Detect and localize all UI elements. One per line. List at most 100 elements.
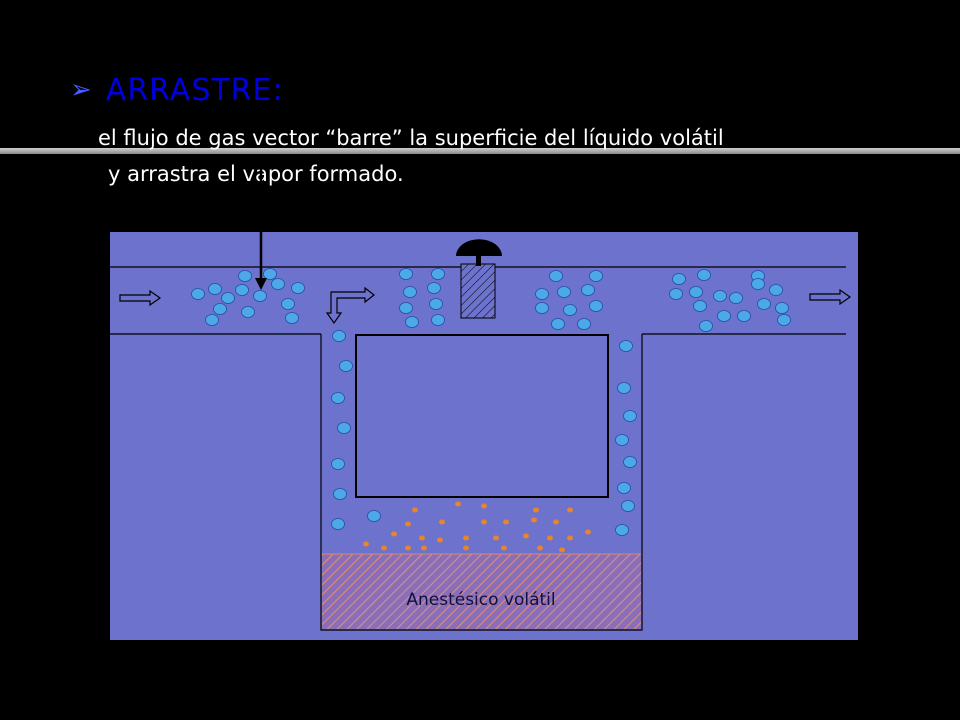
gas-bubble: [205, 314, 219, 326]
gas-bubble: [285, 312, 299, 324]
gas-bubble: [549, 270, 563, 282]
gas-bubble: [263, 268, 277, 280]
gas-bubble: [729, 292, 743, 304]
gas-bubble: [535, 302, 549, 314]
vaporizer-diagram: Anestésico volátil: [110, 232, 858, 640]
gas-bubble: [623, 410, 637, 422]
gas-bubble: [619, 340, 633, 352]
vapor-dot: [481, 519, 487, 525]
gas-bubble: [775, 302, 789, 314]
gas-bubble: [769, 284, 783, 296]
gas-bubble: [777, 314, 791, 326]
gas-bubble: [699, 320, 713, 332]
vapor-dot: [553, 519, 559, 525]
gas-bubble: [405, 316, 419, 328]
valve-knob-icon: [456, 239, 502, 256]
gas-bubble: [535, 288, 549, 300]
valve-stem: [476, 254, 481, 266]
gas-bubble: [291, 282, 305, 294]
gas-bubble: [757, 298, 771, 310]
gas-bubble: [332, 330, 346, 342]
gas-bubble: [431, 314, 445, 326]
vapor-dot: [412, 507, 418, 513]
flow-arrow-icon: [325, 286, 375, 325]
vapor-dot: [419, 535, 425, 541]
gas-bubble: [238, 270, 252, 282]
valve-body: [460, 263, 496, 319]
gas-bubble: [331, 458, 345, 470]
gas-bubble: [333, 488, 347, 500]
gas-bubble: [581, 284, 595, 296]
vapor-dot: [439, 519, 445, 525]
vapor-dot: [493, 535, 499, 541]
gas-bubble: [235, 284, 249, 296]
heading-row: ➢ ARRASTRE:: [70, 70, 284, 110]
gas-bubble: [331, 518, 345, 530]
vapor-dot: [405, 545, 411, 551]
vapor-dot: [567, 507, 573, 513]
gas-bubble: [689, 286, 703, 298]
arrow-right-bullet-icon: ➢: [70, 75, 92, 105]
gas-bubble: [693, 300, 707, 312]
vapor-dot: [363, 541, 369, 547]
gas-bubble: [241, 306, 255, 318]
gas-bubble: [589, 300, 603, 312]
gas-bubble: [403, 286, 417, 298]
vapor-dot: [501, 545, 507, 551]
liquid-label: Anestésico volátil: [406, 590, 555, 610]
chamber-outer-wall: [320, 334, 643, 631]
gas-bubble: [551, 318, 565, 330]
gas-bubble: [331, 392, 345, 404]
gas-bubble: [429, 298, 443, 310]
gas-bubble: [737, 310, 751, 322]
vapor-dot: [391, 531, 397, 537]
vapor-dot: [405, 521, 411, 527]
body-text-line-1: el flujo de gas vector “barre” la superf…: [98, 126, 724, 150]
gas-bubble: [623, 456, 637, 468]
liquid-region: [322, 554, 641, 629]
gas-bubble: [399, 302, 413, 314]
gas-bubble: [751, 278, 765, 290]
gas-bubble: [253, 290, 267, 302]
gas-bubble: [563, 304, 577, 316]
vapor-dot: [523, 533, 529, 539]
flow-arrow-icon: [809, 288, 852, 306]
gas-bubble: [617, 482, 631, 494]
vapor-dot: [463, 545, 469, 551]
header-band: [0, 0, 960, 148]
vapor-dot: [547, 535, 553, 541]
gas-bubble: [208, 283, 222, 295]
gas-bubble: [615, 434, 629, 446]
gas-bubble: [427, 282, 441, 294]
gas-bubble: [672, 273, 686, 285]
vapor-dot: [455, 501, 461, 507]
gas-bubble: [557, 286, 571, 298]
gas-bubble: [213, 303, 227, 315]
vapor-dot: [381, 545, 387, 551]
vapor-dot: [463, 535, 469, 541]
vapor-dots: [363, 501, 591, 553]
gas-bubble: [399, 268, 413, 280]
gas-bubble: [697, 269, 711, 281]
slide-heading: ARRASTRE:: [105, 72, 284, 108]
gas-bubble: [281, 298, 295, 310]
flow-arrow-icon: [119, 289, 162, 307]
vapor-dot: [481, 503, 487, 509]
gas-bubble: [191, 288, 205, 300]
vapor-dot: [533, 507, 539, 513]
gas-bubble: [337, 422, 351, 434]
gas-bubble: [339, 360, 353, 372]
gas-bubble: [669, 288, 683, 300]
gas-bubble: [431, 268, 445, 280]
vapor-dot: [585, 529, 591, 535]
vapor-dot: [567, 535, 573, 541]
vapor-dot: [537, 545, 543, 551]
gas-bubble: [271, 278, 285, 290]
gas-bubble: [717, 310, 731, 322]
chamber-inner-block: [355, 334, 609, 498]
gas-bubbles: [191, 268, 791, 536]
gas-bubble: [621, 500, 635, 512]
gas-bubble: [577, 318, 591, 330]
gas-bubble: [617, 382, 631, 394]
gas-bubble: [589, 270, 603, 282]
